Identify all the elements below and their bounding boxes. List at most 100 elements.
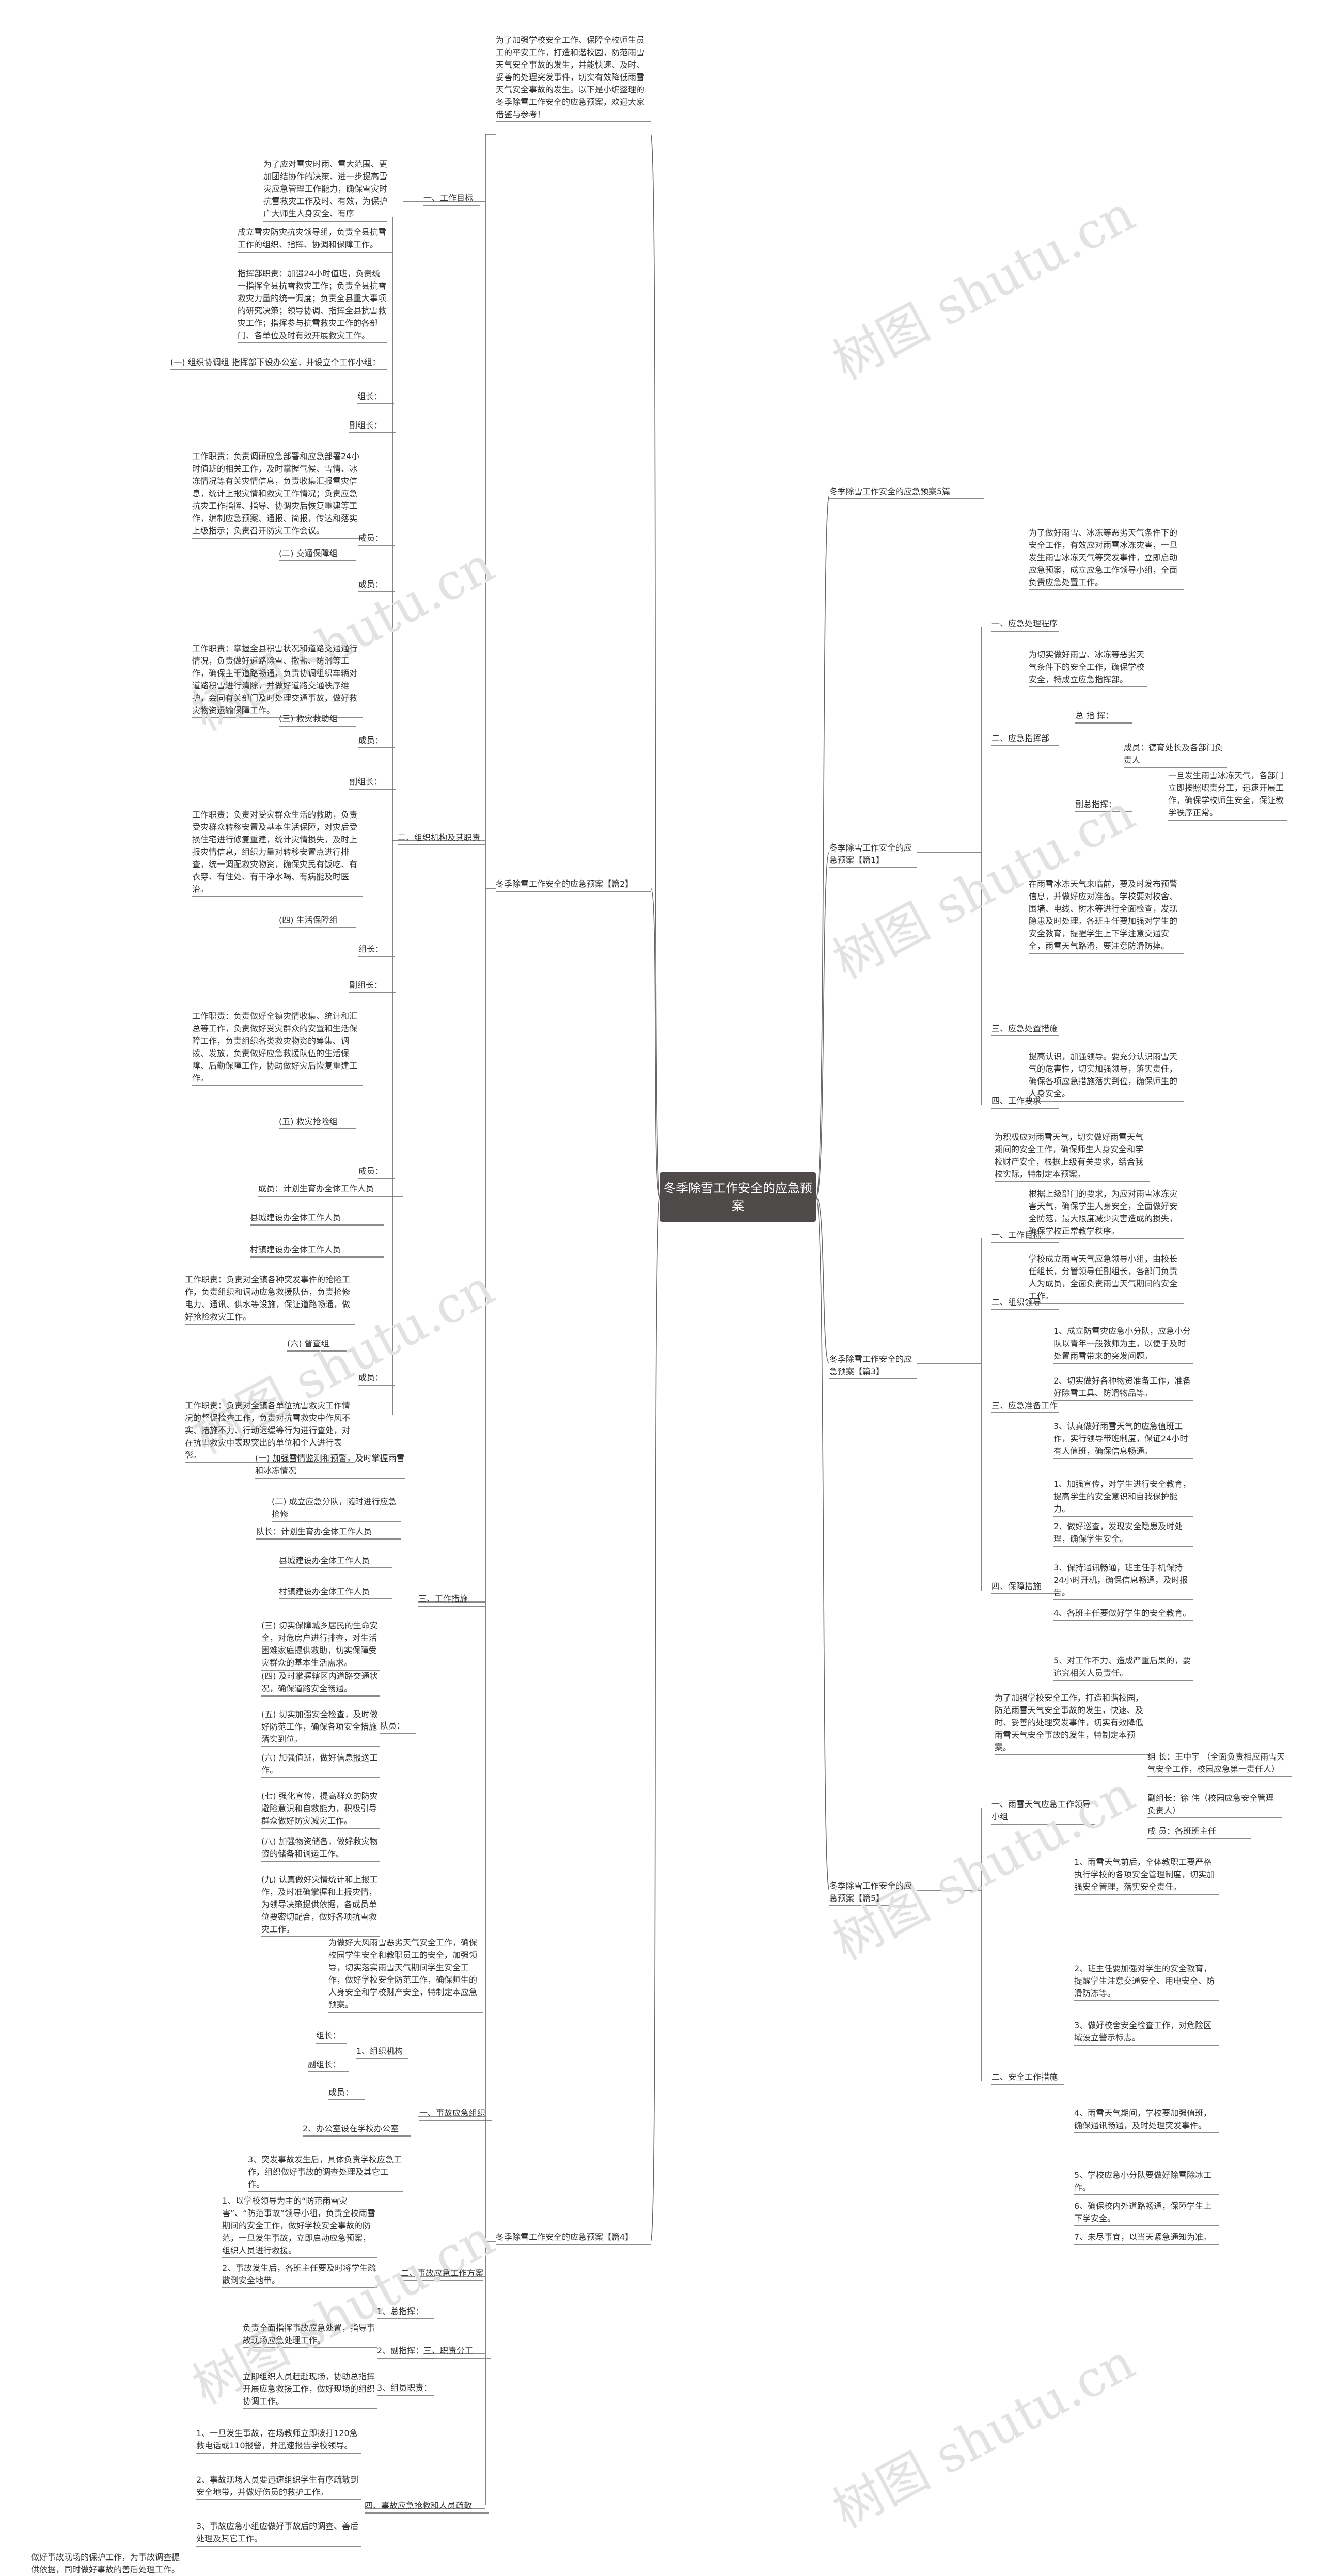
mindmap-node-b2-cy4[interactable]: 成员： [358, 1166, 384, 1176]
mindmap-node-b2-zz2[interactable]: 组长： [358, 944, 384, 954]
mindmap-node-b2-g3[interactable]: 工作职责：负责对受灾群众生活的救助，负责受灾群众转移安置及基本生活保障，对灾后受… [192, 810, 358, 894]
mindmap-node-b2-jz[interactable]: (五) 救灾抢险组 [279, 1117, 338, 1126]
mindmap-node-b5-d[interactable]: 4、雨雪天气期间，学校要加强值班，确保通讯畅通，及时处理突发事件。 [1074, 2108, 1212, 2130]
mindmap-node-b4[interactable]: 冬季除雪工作安全的应急预案【篇4】 [496, 2232, 634, 2242]
mindmap-node-b5-c[interactable]: 3、做好校舍安全检查工作，对危险区域设立警示标志。 [1074, 2020, 1212, 2043]
mindmap-node-b2-m1[interactable]: (一) 加强雪情监测和预警，及时掌握雨雪和冰冻情况 [255, 1453, 405, 1475]
mindmap-node-b4-jg[interactable]: 1、组织机构 [356, 2046, 403, 2056]
mindmap-node-b1-s3[interactable]: 三、应急处置措施 [991, 1024, 1058, 1033]
mindmap-node-b2-jt[interactable]: (二) 交通保障组 [279, 548, 338, 558]
mindmap-node-b2-jx[interactable]: (三) 救灾救助组 [279, 714, 338, 724]
mindmap-node-b3-i[interactable]: 为积极应对雨雪天气，切实做好雨雪天气期间的安全工作，确保师生人身安全和学校财产安… [995, 1132, 1144, 1179]
mindmap-node-b3-s4c[interactable]: 3、保持通讯畅通，班主任手机保持24小时开机，确保信息畅通，及时报告。 [1053, 1563, 1188, 1597]
mindmap-node-b4-s4b[interactable]: 2、事故现场人员要迅速组织学生有序疏散到安全地带，并做好伤员的救护工作。 [196, 2475, 359, 2497]
mindmap-node-b1[interactable]: 冬季除雪工作安全的应急预案【篇1】 [829, 843, 912, 865]
mindmap-node-b4-s4c[interactable]: 3、事故应急小组应做好事故后的调查、善后处理及其它工作。 [196, 2521, 359, 2543]
mindmap-node-b4-s2t2[interactable]: 2、事故发生后，各班主任要及时将学生疏散到安全地带。 [222, 2263, 376, 2285]
mindmap-node-b2-a[interactable]: 成立雪灾防灾抗灾领导组，负责全县抗雪工作的组织、指挥、协调和保障工作。 [238, 227, 387, 249]
mindmap-node-b2-m9[interactable]: (九) 认真做好灾情统计和上报工作，及时准确掌握和上报灾情，为领导决策提供依据，… [261, 1875, 378, 1934]
mindmap-node-b2-a3[interactable]: (一) 组织协调组 指挥部下设办公室，并设立个工作小组： [170, 357, 381, 367]
mindmap-node-b2-m5[interactable]: (五) 切实加强安全检查，及时做好防范工作，确保各项安全措施落实到位。 [261, 1709, 378, 1744]
mindmap-node-b2-fzz3[interactable]: 副组长： [349, 980, 383, 990]
mindmap-node-b3[interactable]: 冬季除雪工作安全的应急预案【篇3】 [829, 1354, 912, 1376]
mindmap-node-b2-sh[interactable]: (四) 生活保障组 [279, 915, 338, 925]
mindmap-node-b2-g5[interactable]: 工作职责：负责对全镇各种突发事件的抢险工作，负责组织和调动应急救援队伍，负责抢修… [185, 1275, 351, 1322]
mindmap-node-b2-lt[interactable]: 成员：计划生育办全体工作人员 [258, 1184, 374, 1193]
mindmap-node-b2[interactable]: 冬季除雪工作安全的应急预案【篇2】 [496, 879, 634, 889]
mindmap-node-b2-s3[interactable]: 三、工作措施 [418, 1594, 468, 1604]
mindmap-node-b4-zz2[interactable]: 3、突发事故发生后，具体负责学校应急工作，组织做好事故的调查处理及其它工作。 [248, 2155, 402, 2189]
mindmap-node-b2-xz2[interactable]: 县城建设办全体工作人员 [279, 1556, 370, 1565]
mindmap-node-b2-s1[interactable]: 一、工作目标 [423, 193, 474, 203]
mindmap-node-b4-s4a[interactable]: 1、一旦发生事故，在场教师立即拨打120急救电话或110报警，并迅速报告学校领导… [196, 2428, 358, 2451]
mindmap-node-b3-s1[interactable]: 一、工作目标 [991, 1230, 1042, 1240]
mindmap-node-b3-s3a[interactable]: 1、成立防雪灾应急小分队，应急小分队以青年一般教师为主，以便于及时处置雨雪带来的… [1053, 1326, 1191, 1361]
mindmap-node-b5-s1[interactable]: 一、雨雪天气应急工作领导小组 [991, 1799, 1091, 1821]
mindmap-node-b4-f1[interactable]: 1、总指挥： [377, 2306, 424, 2316]
mindmap-node-b2-dy[interactable]: 队员： [380, 1721, 405, 1731]
mindmap-node-b3-s3c[interactable]: 3、认真做好雨雪天气的应急值班工作，实行领导带班制度，保证24小时有人值班，确保… [1053, 1421, 1188, 1456]
mindmap-node-b2-g1[interactable]: 工作职责：负责调研应急部署和应急部署24小时值班的相关工作，及时掌握气候、雪情、… [192, 451, 360, 536]
mindmap-node-b5-g[interactable]: 7、未尽事宜，以当天紧急通知为准。 [1074, 2232, 1212, 2242]
mindmap-node-b2-s2[interactable]: 二、组织机构及其职责 [398, 833, 481, 842]
mindmap-node-b2-m8[interactable]: (八) 加强物资储备，做好救灾物资的储备和调运工作。 [261, 1836, 378, 1859]
mindmap-node-b5-e[interactable]: 5、学校应急小分队要做好除雪除冰工作。 [1074, 2170, 1212, 2192]
mindmap-node-b4-cy[interactable]: 成员： [328, 2087, 354, 2097]
mindmap-node-b1-s4t[interactable]: 提高认识，加强领导。要充分认识雨雪天气的危害性，切实加强领导，落实责任，确保各项… [1029, 1051, 1178, 1098]
mindmap-node-b5-a[interactable]: 1、雨雪天气前后，全体教职工要严格执行学校的各项安全管理制度，切实加强安全管理，… [1074, 1857, 1215, 1892]
mindmap-node-b1-s4[interactable]: 四、工作要求 [991, 1096, 1042, 1106]
mindmap-node-b1-s2[interactable]: 二、应急指挥部 [991, 733, 1050, 743]
mindmap-node-b2-m3[interactable]: (三) 切实保障城乡居民的生命安全，对危房户进行排查，对生活困难家庭提供救助，切… [261, 1621, 378, 1668]
mindmap-node-b1-fzht[interactable]: 一旦发生雨雪冰冻天气，各部门立即按照职责分工，迅速开展工作，确保学校师生安全，保… [1168, 771, 1284, 818]
mindmap-node-b2-g6[interactable]: 工作职责：负责对全镇各单位抗雪救灾工作情况的督促检查工作，负责对抗雪救灾中作风不… [185, 1401, 351, 1460]
mindmap-node-b5-zz[interactable]: 组 长：王中宇 （全面负责相应雨雪天气安全工作，校园应急第一责任人） [1147, 1752, 1285, 1774]
mindmap-node-b5-i[interactable]: 为了加强学校安全工作，打造和谐校园，防范雨雪天气安全事故的发生，快速、及时、妥善… [995, 1693, 1144, 1752]
mindmap-node-b1-s1[interactable]: 一、应急处理程序 [991, 619, 1058, 629]
mindmap-node-b2-m7[interactable]: (七) 强化宣传，提高群众的防灾避险意识和自救能力，积极引导群众做好防灾减灾工作… [261, 1791, 378, 1826]
mindmap-node-b2-cy5[interactable]: 成员： [358, 1373, 384, 1383]
mindmap-node-b4-f3[interactable]: 3、组员职责： [377, 2383, 432, 2393]
mindmap-node-b3-s4d[interactable]: 4、各班主任要做好学生的安全教育。 [1053, 1608, 1191, 1618]
mindmap-node-b1-s2a[interactable]: 为切实做好雨雪、冰冻等恶劣天气条件下的安全工作，确保学校安全，特成立应急指挥部。 [1029, 650, 1145, 684]
mindmap-node-b2-fzz[interactable]: 副组长： [349, 420, 383, 430]
mindmap-node-b2-dc[interactable]: (六) 督查组 [287, 1339, 329, 1348]
mindmap-node-b2-cy3[interactable]: 成员： [358, 735, 384, 745]
mindmap-node-b1-zh[interactable]: 总 指 挥： [1075, 711, 1114, 720]
mindmap-node-b4-fzz[interactable]: 副组长： [308, 2060, 341, 2069]
mindmap-node-b2-m2[interactable]: (二) 成立应急分队，随时进行应急抢修 [272, 1497, 397, 1519]
mindmap-node-b3-s2[interactable]: 二、组织领导 [991, 1297, 1042, 1307]
mindmap-node-b2-g4[interactable]: 工作职责：负责做好全镇灾情收集、统计和汇总等工作，负责做好受灾群众的安置和生活保… [192, 1011, 358, 1083]
mindmap-node-b2-cz[interactable]: 村镇建设办全体工作人员 [250, 1245, 341, 1254]
mindmap-node-b3-s4e[interactable]: 5、对工作不力、造成严重后果的，要追究相关人员责任。 [1053, 1656, 1191, 1678]
mindmap-node-b2-m6[interactable]: (六) 加强值班，做好信息报送工作。 [261, 1753, 378, 1775]
mindmap-node-b3-s1t[interactable]: 根据上级部门的要求，为应对雨雪冰冻灾害天气，确保学生人身安全，全面做好安全防范，… [1029, 1189, 1178, 1236]
mindmap-node-b3-s4b[interactable]: 2、做好巡查，发现安全隐患及时处理，确保学生安全。 [1053, 1521, 1183, 1544]
mindmap-node-b5-s2[interactable]: 二、安全工作措施 [991, 2072, 1058, 2082]
mindmap-node-b2-g2[interactable]: 工作职责：掌握全县积雪状况和道路交通通行情况，负责做好道路除雪、撒盐、防滑等工作… [192, 643, 358, 715]
mindmap-node-b3-s3[interactable]: 三、应急准备工作 [991, 1401, 1058, 1410]
mindmap-node-b4-s1[interactable]: 一、事故应急组织 [419, 2108, 486, 2118]
mindmap-node-b4-s4[interactable]: 四、事故应急抢救和人员疏散 [365, 2501, 473, 2510]
mindmap-node-b4-bg[interactable]: 2、办公室设在学校办公室 [303, 2124, 399, 2133]
mindmap-node-b5-fzz[interactable]: 副组长：徐 伟（校园应急安全管理负责人） [1147, 1793, 1274, 1815]
mindmap-node-b2-xz[interactable]: 县城建设办全体工作人员 [250, 1213, 341, 1222]
root-node[interactable]: 冬季除雪工作安全的应急预案 [660, 1172, 816, 1222]
mindmap-node-b3-s4[interactable]: 四、保障措施 [991, 1581, 1042, 1591]
mindmap-node-b5-cy[interactable]: 成 员：各班班主任 [1147, 1826, 1217, 1836]
mindmap-node-b2-cy1[interactable]: 成员： [358, 533, 384, 543]
mindmap-node-b1-fzh[interactable]: 副总指挥： [1075, 799, 1117, 809]
mindmap-node-b1-cy[interactable]: 成员：德育处长及各部门负责人 [1124, 743, 1223, 765]
mindmap-node-b4-s2t[interactable]: 1、以学校领导为主的“防范雨雪灾害”、“防范事故”领导小组，负责全校雨雪期间的安… [222, 2196, 375, 2255]
mindmap-node-b2-cy2[interactable]: 成员： [358, 579, 384, 589]
mindmap-node-b4-zz[interactable]: 组长： [316, 2031, 341, 2040]
mindmap-node-b4-f1t[interactable]: 负责全面指挥事故应急处置，指导事故现场应急处理工作。 [243, 2323, 375, 2345]
mindmap-node-b2-m4[interactable]: (四) 及时掌握辖区内道路交通状况，确保道路安全畅通。 [261, 1671, 378, 1693]
mindmap-node-b5-f[interactable]: 6、确保校内外道路畅通，保障学生上下学安全。 [1074, 2201, 1212, 2223]
mindmap-node-b5[interactable]: 冬季除雪工作安全的应急预案5篇 [829, 486, 951, 496]
mindmap-node-b2-zz[interactable]: 组长： [357, 391, 383, 401]
mindmap-node-b5n[interactable]: 冬季除雪工作安全的应急预案【篇5】 [829, 1881, 912, 1903]
mindmap-node-b2-cz2[interactable]: 村镇建设办全体工作人员 [279, 1587, 370, 1596]
mindmap-node-b4-i[interactable]: 为做好大风雨雪恶劣天气安全工作，确保校园学生安全和教职员工的安全，加强领导，切实… [328, 1938, 478, 2009]
mindmap-node-intro[interactable]: 为了加强学校安全工作、保障全校师生员工的平安工作，打造和谐校园，防范雨雪天气安全… [496, 35, 645, 119]
mindmap-node-b2-s1-t[interactable]: 为了应对雪灾时雨、雪大范围、更加团结协作的决策、进一步提高雪灾应急管理工作能力，… [263, 159, 388, 218]
